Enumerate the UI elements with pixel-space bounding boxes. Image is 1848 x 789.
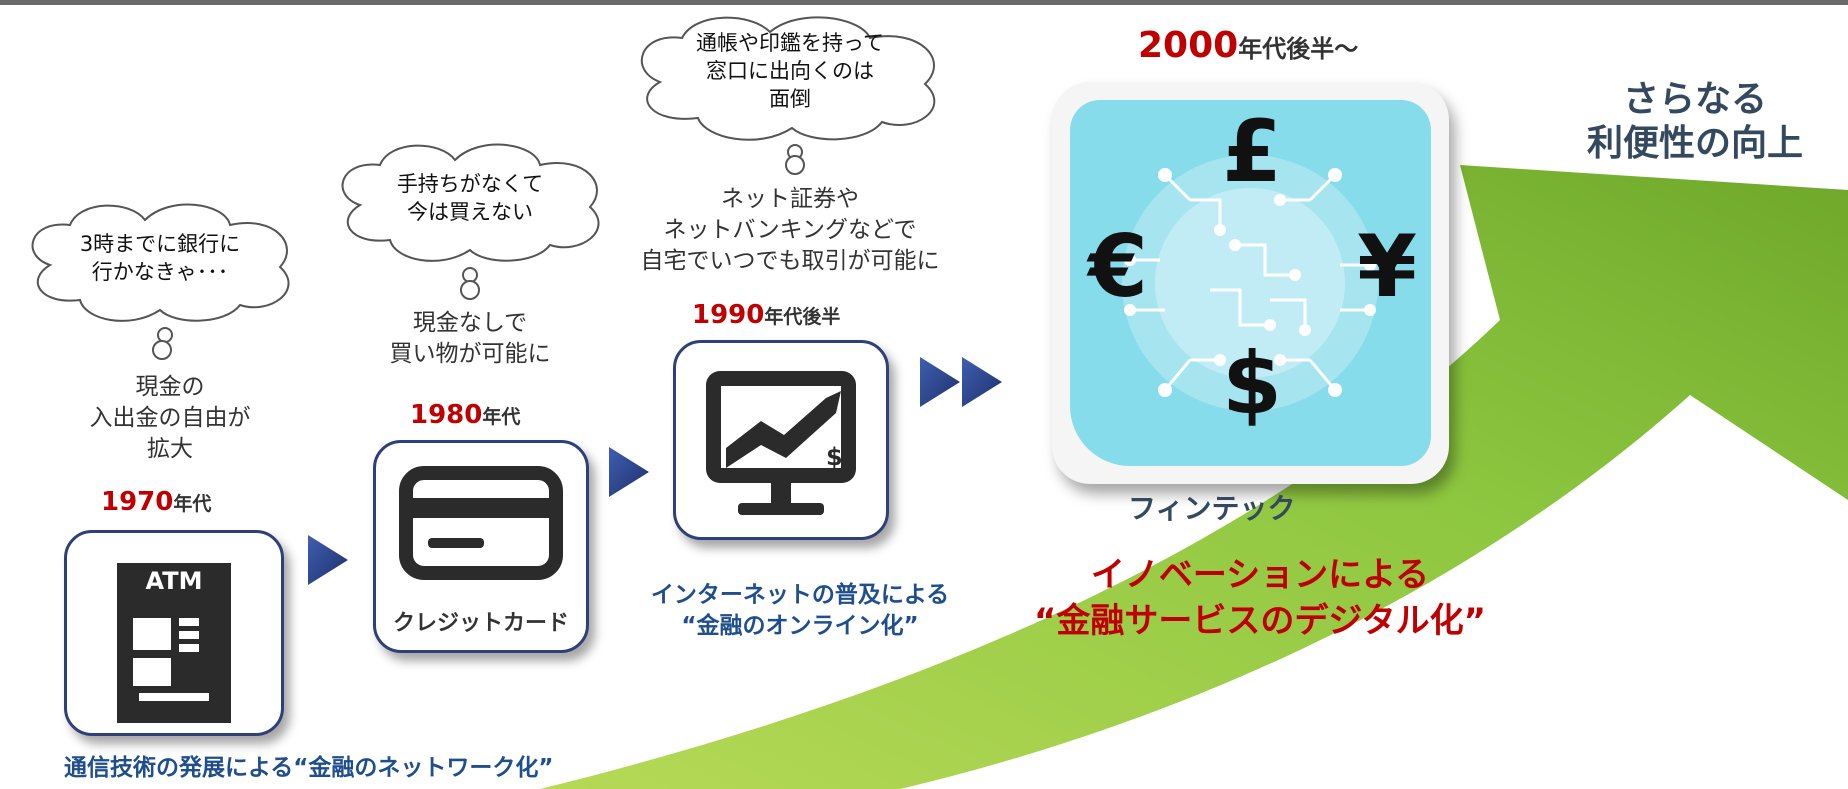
era-year-1990: 1990 (692, 300, 765, 330)
caption-network: 通信技術の発展による“金融のネットワーク化” (64, 755, 554, 781)
era-year-2000: 2000 (1138, 25, 1239, 66)
era-suffix-1970: 年代 (173, 493, 212, 515)
era-year-1980: 1980 (410, 400, 483, 430)
era-year-1970: 1970 (101, 487, 174, 517)
era-suffix-2000: 年代後半～ (1238, 35, 1359, 63)
era-label-1990: 1990年代後半 (692, 300, 840, 330)
arrow-right-icon (609, 447, 649, 497)
thought-bubble-1990: 通帳や印鑑を持って 窓口に出向くのは 面倒 (620, 10, 960, 160)
result-text-1970: 現金の 入出金の自由が 拡大 (89, 374, 251, 462)
credit-card-icon (399, 466, 563, 580)
thought-text-1970: 3時までに銀行に 行かなきゃ･･･ (79, 232, 241, 284)
small-bubble-1990 (783, 153, 807, 181)
result-text-1980: 現金なしで 買い物が可能に (389, 310, 551, 367)
thought-text-1990: 通帳や印鑑を持って 窓口に出向くのは 面倒 (696, 31, 884, 111)
result-text-1990: ネット証券や ネットバンキングなどで 自宅でいつでも取引が可能に (640, 186, 940, 274)
thought-bubble-1970: 3時までに銀行に 行かなきゃ･･･ (10, 195, 310, 345)
fintech-label: フィンテック (1128, 492, 1296, 525)
era-label-1980: 1980年代 (410, 400, 520, 430)
thought-text-1980: 手持ちがなくて 今は買えない (396, 172, 544, 224)
era-suffix-1980: 年代 (482, 406, 521, 428)
credit-card-label: クレジットカード (392, 611, 569, 636)
atm-label: ATM (145, 567, 203, 595)
small-bubble-1980 (458, 278, 482, 306)
stock-monitor-icon: $ (706, 371, 856, 515)
online-trading-tile: $ (673, 340, 889, 540)
yen-symbol: ¥ (1357, 217, 1417, 317)
era-suffix-1990: 年代後半 (764, 306, 841, 328)
era-label-2000: 2000年代後半～ (1138, 25, 1358, 66)
small-bubble-1970 (150, 338, 174, 366)
arrow-right-icon (308, 535, 348, 585)
credit-card-tile: クレジットカード (373, 440, 589, 653)
atm-tile: ATM (64, 530, 284, 736)
euro-symbol: € (1088, 217, 1148, 317)
top-rule (0, 0, 1848, 5)
caption-further-convenience: さらなる 利便性の向上 (1586, 79, 1803, 164)
fintech-tile: £ € ¥ $ (1052, 82, 1449, 484)
thought-bubble-1980: 手持ちがなくて 今は買えない (320, 135, 620, 285)
era-label-1970: 1970年代 (101, 487, 211, 517)
fintech-circuit-icon (1122, 155, 1378, 411)
pound-symbol: £ (1222, 102, 1282, 202)
atm-icon (117, 563, 231, 723)
caption-digital: イノベーションによる “金融サービスのデジタル化” (1033, 555, 1486, 641)
dollar-symbol: $ (1222, 334, 1282, 434)
double-arrow-right-icon (920, 357, 1002, 407)
caption-online: インターネットの普及による “金融のオンライン化” (650, 582, 950, 639)
svg-text:$: $ (826, 443, 843, 471)
